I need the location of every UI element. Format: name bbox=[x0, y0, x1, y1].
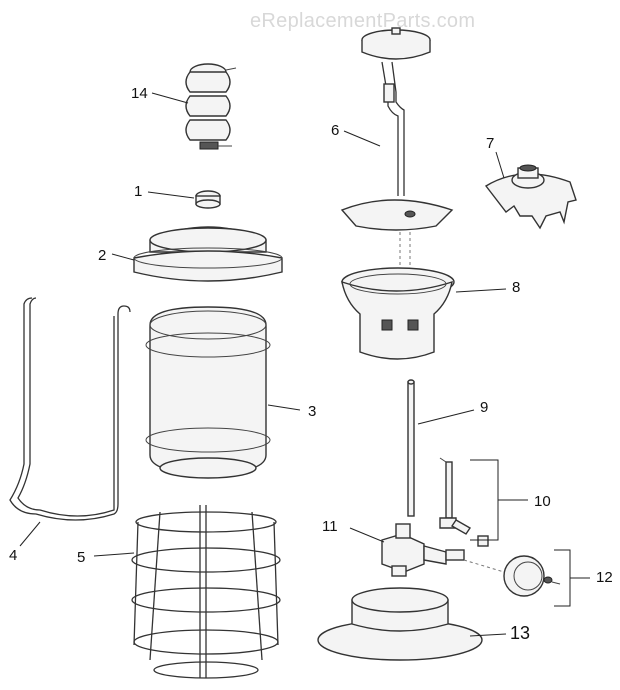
leader-7 bbox=[495, 151, 505, 179]
callout-1: 1 bbox=[134, 183, 143, 200]
leader-11 bbox=[349, 527, 385, 543]
leader-1 bbox=[147, 191, 195, 199]
part-14-mantles bbox=[185, 63, 237, 150]
part-8-collar bbox=[341, 267, 455, 360]
callout-8: 8 bbox=[512, 279, 521, 296]
part-2-ventilator bbox=[133, 226, 283, 282]
callout-11: 11 bbox=[322, 518, 338, 535]
callout-9: 9 bbox=[480, 399, 489, 416]
callout-12: 12 bbox=[596, 569, 613, 586]
leader-6 bbox=[343, 130, 381, 147]
leader-8 bbox=[455, 288, 507, 293]
part-11-valve bbox=[381, 523, 465, 577]
part-1-nut bbox=[195, 190, 221, 209]
callout-10: 10 bbox=[534, 493, 551, 510]
leader-5 bbox=[93, 552, 135, 557]
callout-5: 5 bbox=[77, 549, 86, 566]
part-3-globe bbox=[145, 306, 271, 479]
part-12-knob bbox=[463, 549, 571, 607]
leader-3 bbox=[267, 404, 301, 411]
callout-6: 6 bbox=[331, 122, 340, 139]
leader-4 bbox=[19, 521, 41, 547]
callout-3: 3 bbox=[308, 403, 317, 420]
part-7-burner bbox=[484, 164, 577, 230]
part-4-bail bbox=[9, 297, 131, 521]
leader-2 bbox=[111, 253, 135, 261]
leader-9 bbox=[417, 409, 475, 425]
callout-2: 2 bbox=[98, 247, 107, 264]
callout-7: 7 bbox=[486, 135, 495, 152]
part-9-rod bbox=[407, 379, 415, 517]
leader-13 bbox=[469, 633, 507, 637]
callout-4: 4 bbox=[9, 547, 18, 564]
part-6-frame bbox=[340, 27, 454, 300]
part-13-fount bbox=[317, 587, 483, 661]
part-5-guard bbox=[131, 505, 281, 679]
watermark-text: eReplacementParts.com bbox=[250, 10, 476, 32]
callout-14: 14 bbox=[131, 85, 148, 102]
leader-14 bbox=[151, 92, 189, 104]
part-10-generator bbox=[439, 457, 499, 547]
callout-13: 13 bbox=[510, 623, 531, 643]
